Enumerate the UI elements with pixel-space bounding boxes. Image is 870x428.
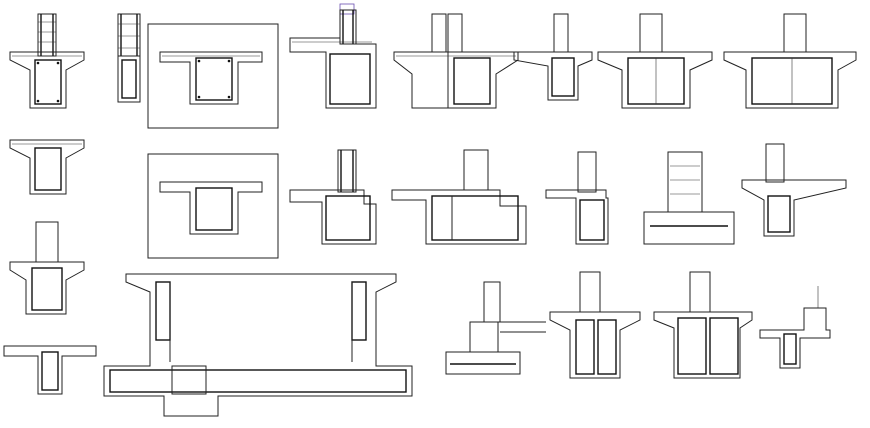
- detail-frame-17: [103, 273, 413, 417]
- detail-column-section-2: [117, 13, 141, 103]
- detail-framed-beam-10: [147, 153, 279, 259]
- detail-double-beam-21: [653, 271, 753, 379]
- detail-wide-beam-7: [597, 13, 713, 109]
- detail-beam-6: [513, 13, 593, 101]
- detail-column-beam-11: [289, 149, 377, 245]
- detail-edge-beam-4: [289, 3, 377, 109]
- detail-beam-13: [545, 151, 609, 245]
- detail-beam-16: [9, 221, 85, 315]
- detail-beam-9: [9, 139, 85, 195]
- detail-edge-beam-18: [3, 345, 97, 395]
- detail-footing-14: [643, 151, 735, 245]
- detail-edge-beam-22: [759, 286, 831, 369]
- detail-wide-beam-8: [723, 13, 857, 109]
- detail-footing-19: [445, 281, 546, 375]
- detail-double-beam-5: [393, 13, 519, 109]
- detail-framed-beam-3: [147, 23, 279, 129]
- detail-double-beam-20: [549, 271, 641, 379]
- detail-beam-column-1: [9, 13, 85, 109]
- detail-beam-15: [741, 143, 847, 237]
- detail-column-beam-12: [391, 149, 527, 245]
